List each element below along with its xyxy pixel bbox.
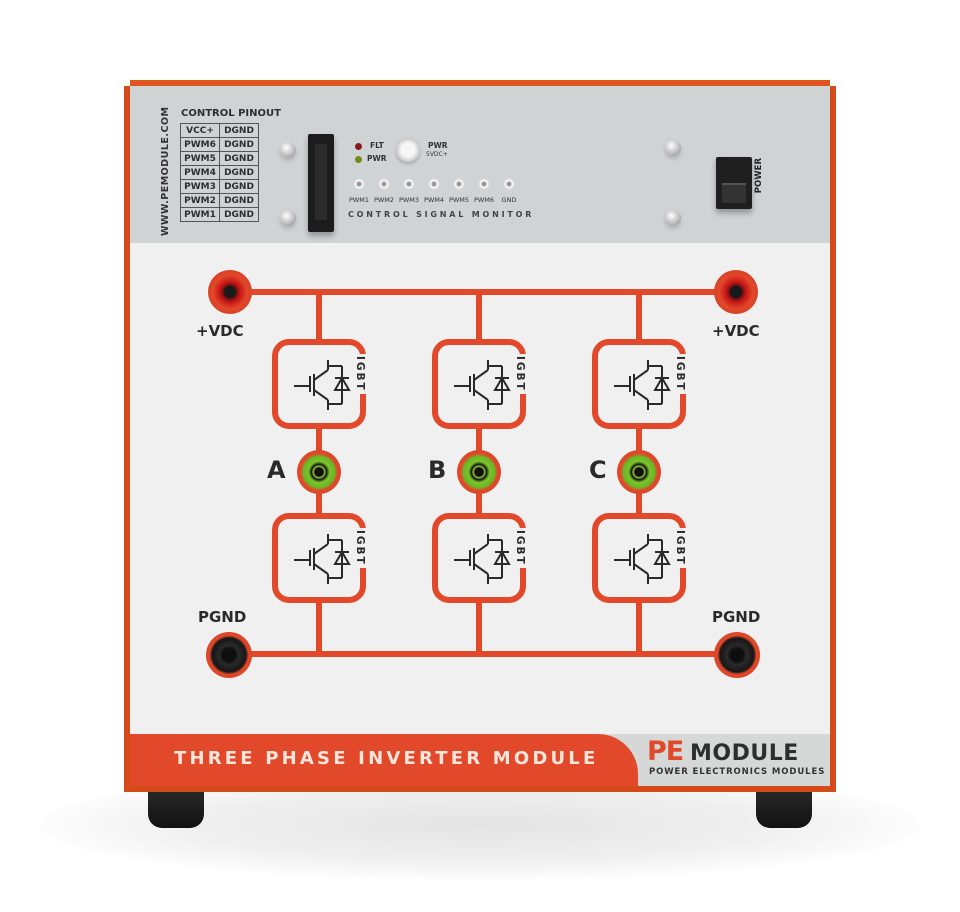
pwr-input-sublabel: 5VDC+: [426, 151, 448, 158]
tp-label: PWM6: [473, 196, 495, 204]
igbt-label: IGBT: [674, 354, 686, 394]
control-panel: WWW.PEMODULE.COM CONTROL PINOUT VCC+DGND…: [130, 86, 830, 243]
phase-b-label: B: [428, 456, 447, 484]
test-point-pwm2[interactable]: [378, 178, 390, 190]
test-point-pwm3[interactable]: [403, 178, 415, 190]
phase-c-label: C: [589, 456, 607, 484]
fault-led-icon: [355, 143, 362, 150]
tp-label: GND: [501, 196, 517, 204]
pinout-title: CONTROL PINOUT: [181, 108, 281, 119]
test-point-pwm1[interactable]: [353, 178, 365, 190]
test-point-pwm6[interactable]: [478, 178, 490, 190]
tp-label: PWM5: [448, 196, 470, 204]
pwr-led-label: PWR: [367, 154, 387, 163]
signal-monitor-title: CONTROL SIGNAL MONITOR: [348, 210, 535, 219]
tp-label: PWM4: [423, 196, 445, 204]
power-switch[interactable]: [716, 157, 752, 209]
control-connector[interactable]: [308, 134, 334, 232]
pin-cell: DGND: [219, 207, 259, 222]
vdc-right-jack[interactable]: [714, 270, 758, 314]
phase-a-label: A: [267, 456, 286, 484]
left-foot: [148, 788, 204, 828]
igbt-label: IGBT: [354, 354, 366, 394]
module-title: THREE PHASE INVERTER MODULE: [174, 748, 599, 769]
enclosure-right-edge: [828, 86, 836, 788]
screw-icon: [280, 210, 296, 226]
vdc-left-label: +VDC: [196, 322, 244, 340]
power-led-icon: [355, 156, 362, 163]
pgnd-right-jack[interactable]: [714, 632, 760, 678]
igbt-label: IGBT: [354, 528, 366, 568]
igbt-label: IGBT: [514, 354, 526, 394]
pwr-input-label: PWR: [428, 141, 448, 150]
phase-b-jack[interactable]: [457, 450, 501, 494]
igbt-label: IGBT: [674, 528, 686, 568]
vdc-right-label: +VDC: [712, 322, 760, 340]
enclosure-bottom-edge: [124, 786, 836, 792]
flt-label: FLT: [370, 141, 384, 150]
igbt-label: IGBT: [514, 528, 526, 568]
screw-icon: [665, 210, 681, 226]
inverter-circuit-diagram: [230, 289, 736, 657]
pgnd-left-jack[interactable]: [206, 632, 252, 678]
screw-icon: [665, 140, 681, 156]
vdc-left-jack[interactable]: [208, 270, 252, 314]
tp-label: PWM1: [348, 196, 370, 204]
tp-label: PWM2: [373, 196, 395, 204]
tp-label: PWM3: [398, 196, 420, 204]
screw-icon: [280, 142, 296, 158]
test-point-pwm4[interactable]: [428, 178, 440, 190]
test-point-gnd[interactable]: [503, 178, 515, 190]
enclosure-top-edge: [130, 80, 830, 88]
brand-tagline: POWER ELECTRONICS MODULES: [649, 767, 826, 777]
brand-logo-module: MODULE: [690, 741, 799, 766]
phase-a-jack[interactable]: [297, 450, 341, 494]
title-banner: [130, 734, 638, 786]
test-point-pwm5[interactable]: [453, 178, 465, 190]
pgnd-right-label: PGND: [712, 608, 761, 626]
brand-logo-pe: PE: [647, 736, 684, 767]
pinout-row: VCC+DGND: [180, 123, 259, 138]
right-foot: [756, 788, 812, 828]
phase-c-jack[interactable]: [617, 450, 661, 494]
power-input-jack[interactable]: [396, 138, 420, 162]
pgnd-left-label: PGND: [198, 608, 247, 626]
front-panel: WWW.PEMODULE.COM CONTROL PINOUT VCC+DGND…: [130, 86, 830, 786]
enclosure-left-edge: [124, 86, 132, 788]
